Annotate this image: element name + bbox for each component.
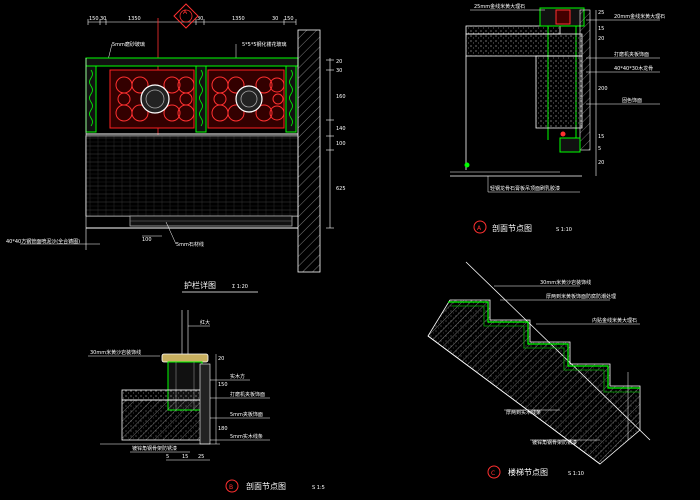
- stair-detail: 30mm米黄沙岩装饰线 厚两到米黄板饰面防腐防潮处理 内贴金线米黄大理石 厚两到…: [427, 261, 651, 479]
- stair-note-1: 30mm米黄沙岩装饰线: [540, 279, 591, 286]
- stair-marker: C: [491, 470, 495, 477]
- dim-right-5: 100: [336, 141, 346, 147]
- note-a-mid1: 打磨机夹板饰面: [614, 51, 649, 58]
- note-a-mid3: 固色饰面: [622, 97, 642, 104]
- section-a-detail: 25mm金线米黄大理石 20mm金线米黄大理石 打磨机夹板饰面 40*40*30…: [450, 3, 665, 234]
- note-b-bottom: 镀锌角钢骨架防锈漆: [132, 445, 177, 452]
- note-b-r3: 5mm夹板饰面: [230, 411, 263, 418]
- dim-a-4: 200: [598, 86, 608, 92]
- dim-a-7: 20: [598, 160, 604, 166]
- railing-scale: Σ 1:20: [232, 284, 248, 290]
- dim-right-4: 140: [336, 126, 346, 132]
- dim-a-2: 15: [598, 26, 604, 32]
- dim-top-6: 30: [272, 16, 278, 22]
- section-a-scale: S 1:10: [556, 227, 572, 233]
- dim-a-3: 20: [598, 36, 604, 42]
- note-steel: 5*5*5钢化镂花玻璃: [242, 41, 287, 48]
- dim-a-5: 15: [598, 134, 604, 140]
- note-b-r4: 5mm实木线条: [230, 433, 263, 440]
- stair-scale: S 1:10: [568, 471, 584, 477]
- dim-b-4: 5: [166, 454, 169, 460]
- dim-b-6: 25: [198, 454, 204, 460]
- dim-top-2: 30: [100, 16, 106, 22]
- note-handrail: 40*40方钢管面喷泥沙(全合铸图): [6, 238, 80, 245]
- dim-right-1: 20: [336, 59, 342, 65]
- note-a-mid2: 40*40*30木龙骨: [614, 65, 653, 72]
- dim-top-1: 150: [89, 16, 99, 22]
- dim-b-3: 180: [218, 426, 228, 432]
- section-a-marker: A: [477, 225, 482, 232]
- stair-note-3: 内贴金线米黄大理石: [592, 317, 637, 324]
- section-marker-a-label: A: [183, 9, 188, 16]
- section-a-title: 剖面节点图: [492, 223, 532, 233]
- section-b-marker: B: [229, 484, 233, 491]
- railing-title: 护栏详图: [184, 280, 216, 290]
- dim-bottom: 100: [142, 237, 152, 243]
- section-b-detail: 红大 30mm米黄沙岩装饰线 实木方 打磨机夹板饰面 5mm夹板饰面 5mm实木…: [88, 310, 325, 493]
- stair-note-2: 厚两到米黄板饰面防腐防潮处理: [546, 293, 616, 300]
- dim-right-6: 625: [336, 186, 346, 192]
- note-a-bottom: 轻钢龙骨石膏板吊顶面刷乳胶漆: [490, 185, 560, 192]
- dim-a-1: 25: [598, 10, 604, 16]
- dim-top-3: 1350: [128, 16, 141, 22]
- decorative-panel-right: [207, 69, 285, 129]
- note-b-right-top: 红大: [200, 319, 210, 326]
- dim-right-3: 160: [336, 94, 346, 100]
- dim-b-5: 15: [182, 454, 188, 460]
- stair-title: 楼梯节点图: [508, 467, 548, 477]
- dim-b-1: 20: [218, 356, 224, 362]
- dim-a-6: 5: [598, 146, 601, 152]
- dim-top-5: 1350: [232, 16, 245, 22]
- dim-top-7: 150: [284, 16, 294, 22]
- note-skirting: 5mm石材线: [176, 241, 204, 248]
- section-b-scale: S 1:5: [312, 485, 325, 491]
- section-b-title: 剖面节点图: [246, 481, 286, 491]
- dim-b-2: 150: [218, 382, 228, 388]
- note-b-top: 30mm米黄沙岩装饰线: [90, 349, 141, 356]
- stair-note-4: 厚两到实木线条: [506, 409, 541, 416]
- note-b-r2: 打磨机夹板饰面: [230, 391, 265, 398]
- note-b-r1: 实木方: [230, 373, 245, 380]
- note-glass: 5mm磨砂玻璃: [112, 41, 145, 48]
- stair-note-5: 镀锌角钢骨架防锈漆: [532, 439, 577, 446]
- decorative-panel-left: [109, 69, 195, 129]
- railing-elevation: 150 30 1350 30 1350 30 150 A 5mm磨砂玻璃 5*5…: [6, 3, 346, 293]
- note-a-top-right: 20mm金线米黄大理石: [614, 13, 665, 20]
- note-a-top-left: 25mm金线米黄大理石: [474, 3, 525, 10]
- dim-right-2: 30: [336, 68, 342, 74]
- top-dimension-ticks: [87, 19, 297, 25]
- dim-top-4: 30: [197, 16, 203, 22]
